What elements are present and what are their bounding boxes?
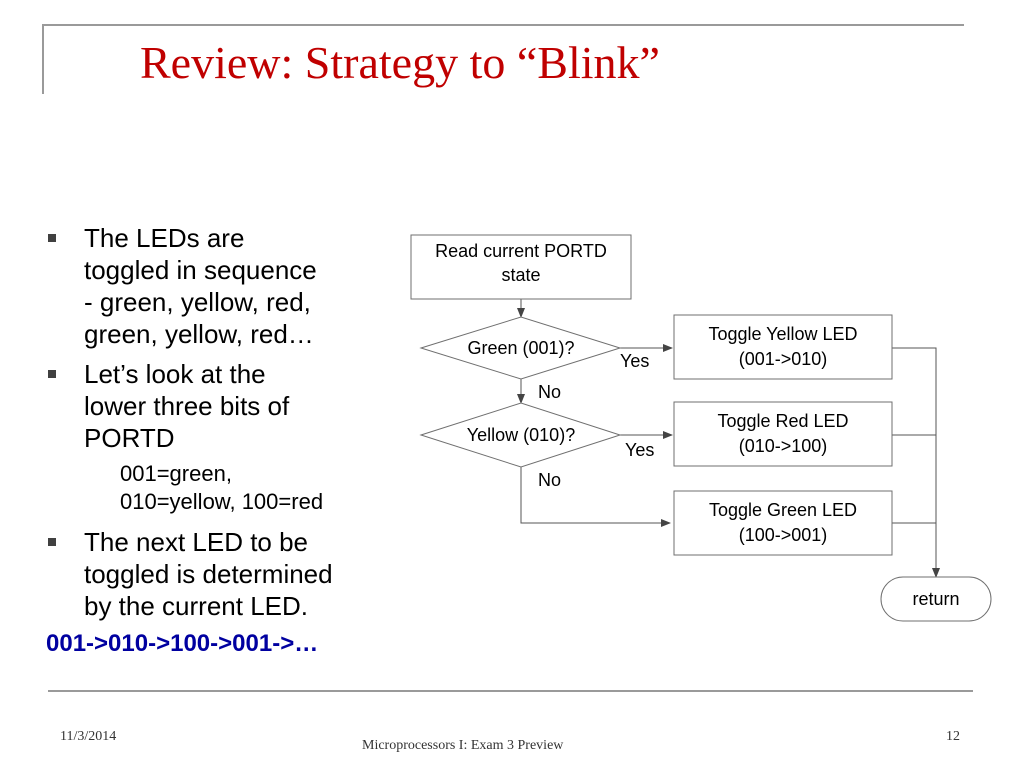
yes-label: Yes (620, 351, 649, 371)
bullet-item: The LEDs are toggled in sequence - green… (46, 222, 396, 350)
square-bullet-icon (48, 234, 56, 242)
bit-mapping: 001=green, 010=yellow, 100=red (46, 460, 396, 516)
toggle-green-box: Toggle Green LED (100->001) (673, 490, 893, 556)
square-bullet-icon (48, 538, 56, 546)
bullet-line: lower three bits of (84, 391, 290, 421)
sequence-text: 001->010->100->001->… (46, 630, 319, 657)
box-text: Toggle Yellow LED (708, 324, 857, 344)
bullet-line: Let’s look at the (84, 359, 266, 389)
sub-line: 010=yellow, 100=red (120, 489, 324, 514)
sub-line: 001=green, (120, 461, 232, 486)
toggle-red-box: Toggle Red LED (010->100) (673, 401, 893, 467)
footer-course: Microprocessors I: Exam 3 Preview (362, 738, 564, 753)
bullet-line: The next LED to be (84, 527, 309, 557)
square-bullet-icon (48, 370, 56, 378)
bullet-line: green, yellow, red… (84, 319, 314, 349)
arrow-yellow-no (520, 467, 671, 527)
no-label: No (538, 382, 561, 402)
read-portd-box: Read current PORTD state (410, 234, 632, 300)
return-terminator: return (880, 576, 992, 622)
decision-text: Yellow (010)? (467, 425, 575, 445)
footer-page-number: 12 (946, 729, 960, 744)
arrow-yellow-led-to-return (892, 347, 940, 578)
green-decision: Green (001)? (419, 316, 622, 380)
box-text: Toggle Red LED (717, 411, 848, 431)
box-text: (001->010) (739, 349, 828, 369)
top-frame-rule (42, 24, 964, 26)
bullet-item: Let’s look at the lower three bits of PO… (46, 358, 396, 454)
footer-date: 11/3/2014 (60, 729, 117, 744)
box-text: (100->001) (739, 525, 828, 545)
decision-text: Green (001)? (467, 338, 574, 358)
toggle-yellow-box: Toggle Yellow LED (001->010) (673, 314, 893, 380)
no-label: No (538, 470, 561, 490)
box-text: Read current PORTD (435, 241, 607, 261)
slide-title: Review: Strategy to “Blink” (140, 37, 660, 88)
bullet-line: toggled in sequence (84, 255, 317, 285)
bullet-line: - green, yellow, red, (84, 287, 311, 317)
yes-label: Yes (625, 440, 654, 460)
box-text: state (501, 265, 540, 285)
bullet-list: The LEDs are toggled in sequence - green… (46, 222, 396, 658)
bullet-item: The next LED to be toggled is determined… (46, 526, 396, 622)
return-text: return (912, 589, 959, 609)
box-text: Toggle Green LED (709, 500, 857, 520)
left-frame-rule (42, 24, 44, 94)
footer-rule (48, 690, 973, 692)
bullet-line: The LEDs are (84, 223, 245, 253)
bullet-line: PORTD (84, 423, 175, 453)
bullet-line: toggled is determined (84, 559, 333, 589)
box-text: (010->100) (739, 436, 828, 456)
blink-flowchart: Read current PORTD state Green (001)? Ye… (410, 234, 992, 622)
bullet-line: by the current LED. (84, 591, 308, 621)
yellow-decision: Yellow (010)? (419, 402, 622, 468)
